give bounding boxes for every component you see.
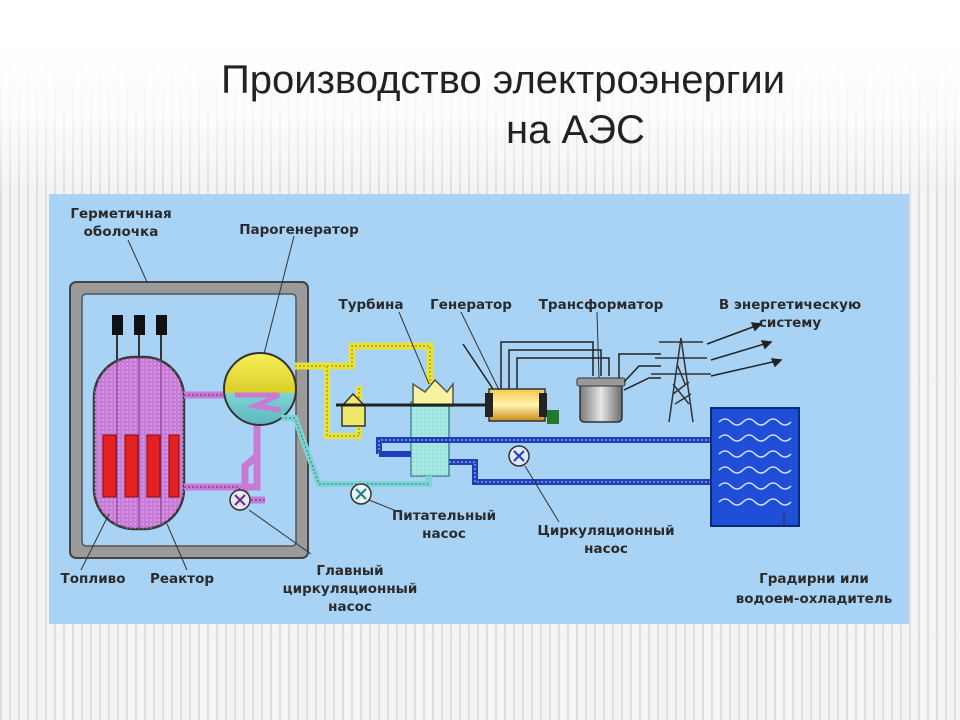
label-cooler-2: водоем-охладитель — [736, 591, 893, 607]
grid-arrows — [706, 322, 783, 377]
label-steam-generator: Парогенератор — [239, 222, 359, 238]
steam-generator — [223, 352, 297, 426]
cooling-loop — [376, 437, 711, 485]
slide-background — [0, 0, 960, 190]
main-circulation-pump — [229, 489, 251, 511]
cooling-pond — [710, 407, 800, 527]
label-circ-pump-2: насос — [584, 541, 628, 557]
label-grid-2: систему — [759, 315, 821, 331]
label-main-pump-1: Главный — [316, 563, 383, 579]
label-main-pump-3: насос — [328, 599, 372, 615]
slide-title-line-1: Производство электроэнергии — [221, 58, 786, 102]
label-main-pump-2: циркуляционный — [283, 581, 418, 597]
transmission-tower — [651, 337, 711, 423]
npp-diagram-panel: Герметичная оболочка Парогенератор Турби… — [49, 194, 909, 624]
label-reactor: Реактор — [150, 571, 214, 587]
feed-pump — [350, 483, 372, 505]
fuel-rods — [102, 434, 180, 498]
label-fuel: Топливо — [61, 571, 126, 587]
npp-diagram: Герметичная оболочка Парогенератор Турби… — [61, 206, 893, 615]
turbine — [341, 378, 454, 427]
label-turbine: Турбина — [339, 297, 404, 313]
label-leader-lines — [80, 235, 785, 571]
feedwater-line — [281, 415, 432, 487]
label-containment-2: оболочка — [84, 224, 159, 240]
transformer-to-tower-wires — [618, 353, 661, 391]
label-transformer: Трансформатор — [539, 297, 664, 313]
label-grid-1: В энергетическую — [719, 297, 861, 313]
label-containment-1: Герметичная — [70, 206, 171, 222]
label-cooler-1: Градирни или — [759, 571, 869, 587]
label-feed-pump-2: насос — [422, 526, 466, 542]
generator-output-wires — [462, 341, 610, 390]
label-feed-pump-1: Питательный — [392, 508, 496, 524]
slide-title-line-2: на АЭС — [506, 108, 645, 152]
label-generator: Генератор — [430, 297, 512, 313]
generator — [485, 388, 559, 424]
transformer — [576, 377, 626, 423]
circulation-pump — [508, 445, 530, 467]
label-circ-pump-1: Циркуляционный — [537, 523, 674, 539]
